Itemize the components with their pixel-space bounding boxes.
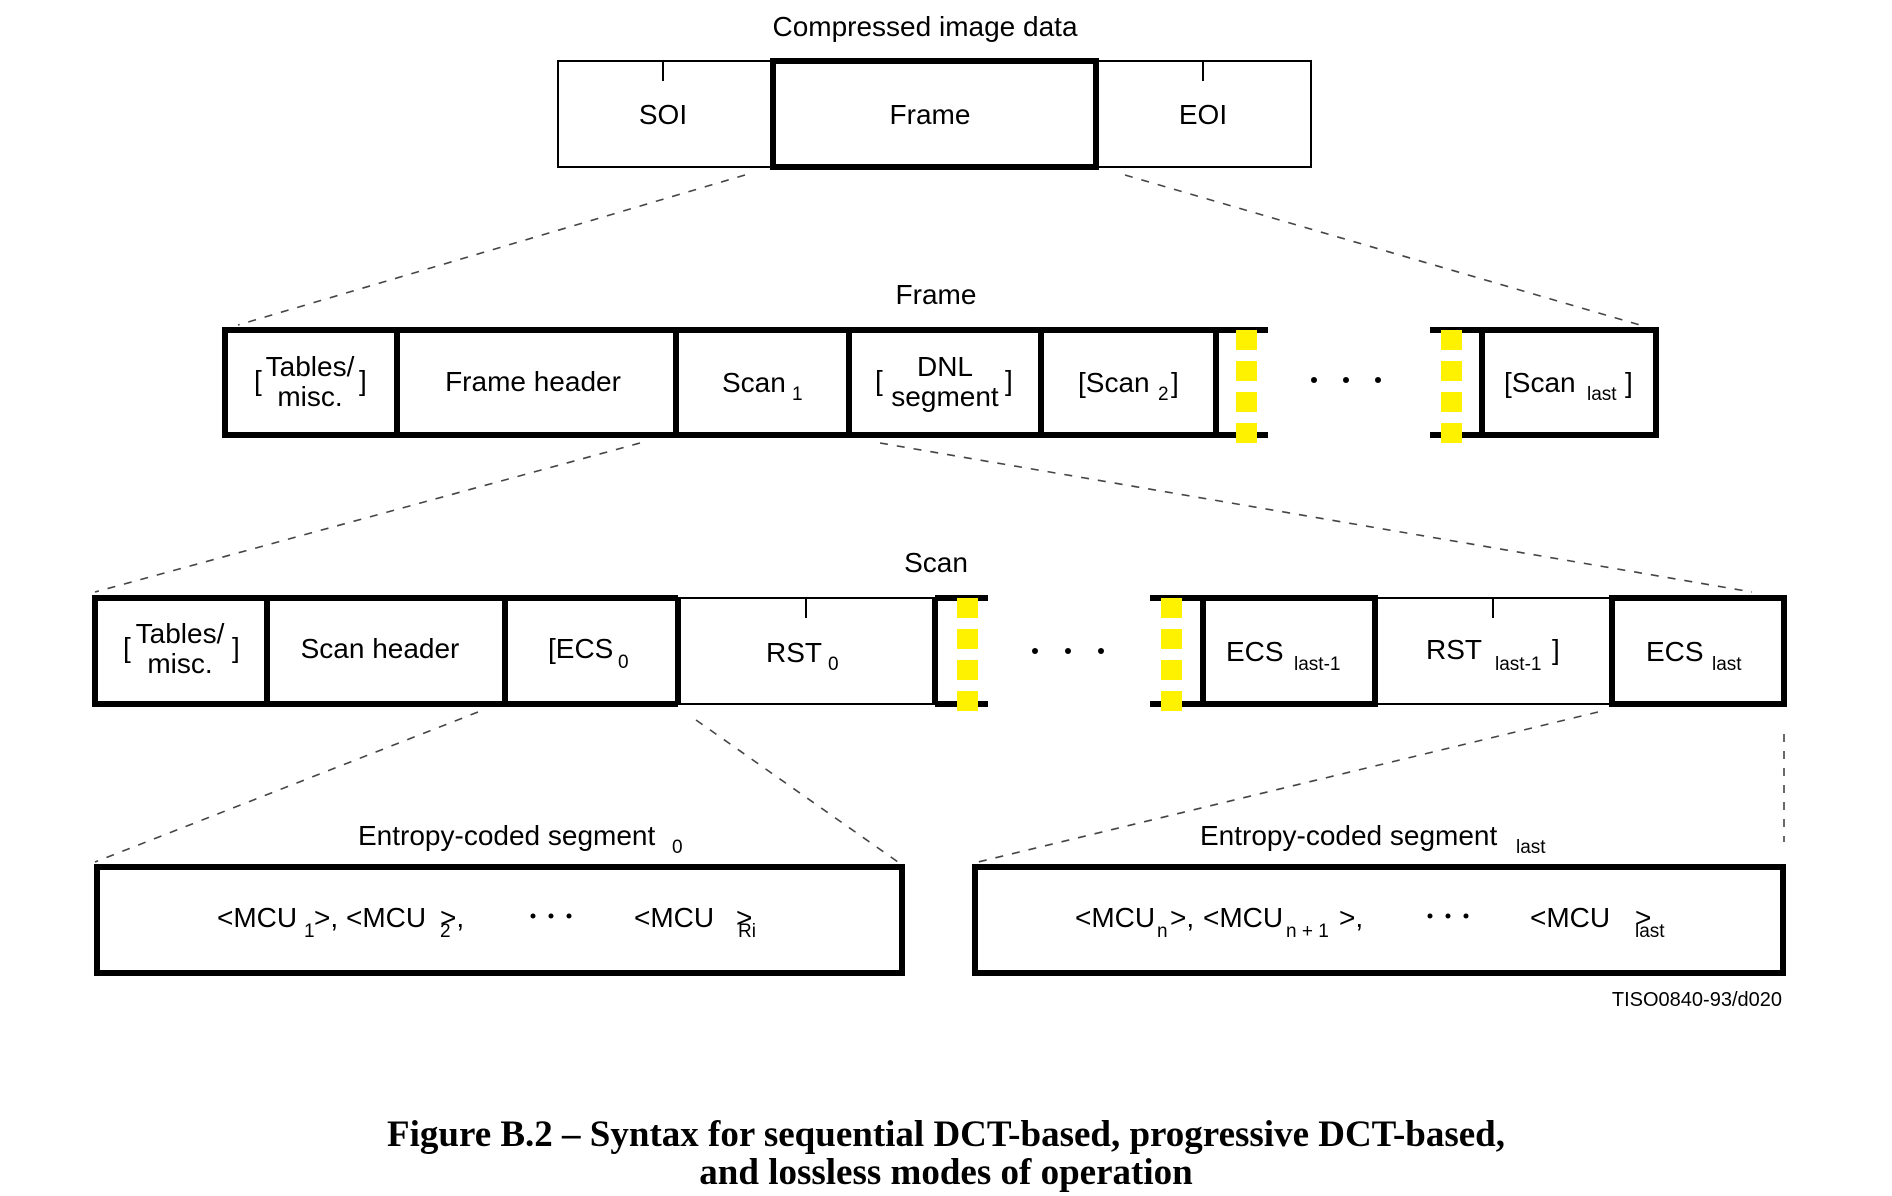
expansion-line [237,174,746,326]
expansion-line [1124,174,1641,326]
scan-2-subscript: 2 [1158,384,1169,405]
figure-id: TISO0840-93/d020 [1612,989,1782,1011]
mcu-1-open: <MCU [217,902,297,933]
expansion-line [94,442,641,593]
mcu-n-open: <MCU [1075,902,1155,933]
tables-misc-cell: [ Tables/ misc. ] [254,351,367,412]
yellow-break-marker [1161,598,1182,711]
mcu-1-close: >, [314,902,338,933]
scan-last-cell: [Scan last ] [1504,367,1633,405]
ecs-last-1-box [1200,595,1378,707]
misc-label: misc. [277,381,342,412]
ecs-last-title: Entropy-coded segment last [1200,820,1546,858]
mcu-last-close: > [1635,902,1651,933]
caption-line-1: Figure B.2 – Syntax for sequential DCT-b… [387,1114,1505,1155]
ellipsis-dots [1032,648,1104,654]
svg-text:[: [ [254,365,262,396]
rst-last-1-label: RST [1426,634,1482,665]
svg-text:]: ] [359,365,367,396]
yellow-break-marker [957,598,978,711]
scan-1-cell: Scan 1 [722,367,803,405]
svg-text:]: ] [1005,365,1013,396]
frame-header-label: Frame header [445,366,621,397]
mcu-ri-open: <MCU [634,902,714,933]
tables-label: Tables/ [266,351,355,382]
eoi-label: EOI [1179,99,1227,130]
mcu-n-close: >, [1170,902,1194,933]
mcu-1-subscript: 1 [304,921,315,942]
rst-0-subscript: 0 [828,654,839,675]
segment-label: segment [891,381,999,412]
expansion-line [977,711,1599,863]
svg-text:]: ] [232,632,240,663]
ecs-0-cell: [ECS 0 [548,633,629,673]
ecs-0-title: Entropy-coded segment 0 [358,820,683,858]
ecs-last-box [1609,595,1787,707]
mcu-ri-close: > [736,902,752,933]
mcu-2-subscript: 2 [440,921,451,942]
dnl-segment-cell: [ DNL segment ] [875,351,1013,412]
frame-box [770,58,1099,170]
ecs-last-1-subscript: last-1 [1294,654,1340,675]
scan-last-bracket: ] [1625,367,1633,398]
ecs-0-detail-box [94,864,905,976]
ecs-0-subscript: 0 [618,652,629,673]
scan-tables-label: Tables/ [136,618,225,649]
mcu-n-subscript: n [1157,921,1168,942]
ecs-last-detail-box [972,864,1786,976]
scan-title: Scan [904,547,968,578]
ecs-last-1-cell: ECS last-1 [1226,636,1340,675]
svg-text:[: [ [123,632,131,663]
frame-title: Frame [896,279,977,310]
rst-last-1-subscript: last-1 [1495,654,1541,675]
soi-label: SOI [639,99,687,130]
yellow-break-marker [1236,330,1257,443]
mcu-last-subscript: last [1635,921,1665,942]
scan-last-subscript: last [1587,384,1617,405]
ecs-last-label: ECS [1646,636,1704,667]
scan-2-cell: [Scan 2 ] [1078,367,1179,405]
mcu-ri-subscript: Ri [738,921,756,942]
compressed-image-data-title: Compressed image data [772,11,1077,42]
scan-misc-label: misc. [147,648,212,679]
scan-header-label: Scan header [301,633,460,664]
mcu-2-close: >, [440,902,464,933]
expansion-line [94,711,479,863]
ecs-last-title-text: Entropy-coded segment [1200,820,1498,851]
svg-text:[: [ [875,365,883,396]
rst-last-1-bracket: ] [1552,634,1560,665]
rst-0-label: RST [766,637,822,668]
expansion-line [879,442,1753,593]
ecs-last-title-subscript: last [1516,837,1546,858]
scan-1-label: Scan [722,367,786,398]
caption-line-2: and lossless modes of operation [699,1152,1193,1193]
frame-label: Frame [890,99,971,130]
mcu-last-open: <MCU [1530,902,1610,933]
ecs-0-label: [ECS [548,633,613,664]
ellipsis-dots [1311,377,1381,383]
mcu-n1-open: <MCU [1203,902,1283,933]
mcu-n1-close: >, [1339,902,1363,933]
ecs-last-subscript: last [1712,654,1742,675]
expansion-line [695,719,899,863]
ecs-last-cell: ECS last [1646,636,1742,675]
ecs-0-title-subscript: 0 [672,837,683,858]
mcu-2-open: <MCU [346,902,426,933]
scan-2-label: [Scan [1078,367,1150,398]
rst-last-1-cell: RST last-1 ] [1426,634,1560,675]
yellow-break-marker [1441,330,1462,443]
scan-last-label: [Scan [1504,367,1576,398]
ecs-0-mcu-sequence: <MCU 1 >, <MCU 2 >, <MCU Ri > [217,902,756,942]
ecs-last-mcu-sequence: <MCU n >, <MCU n + 1 >, <MCU last > [1075,902,1665,942]
ecs-last-1-label: ECS [1226,636,1284,667]
mcu-n1-subscript: n + 1 [1286,921,1329,942]
scan-2-bracket: ] [1171,367,1179,398]
ecs-0-title-text: Entropy-coded segment [358,820,656,851]
scan-tables-misc-cell: [ Tables/ misc. ] [123,618,240,679]
rst-0-cell: RST 0 [766,637,839,675]
scan-1-subscript: 1 [792,384,803,405]
dnl-label: DNL [917,351,973,382]
